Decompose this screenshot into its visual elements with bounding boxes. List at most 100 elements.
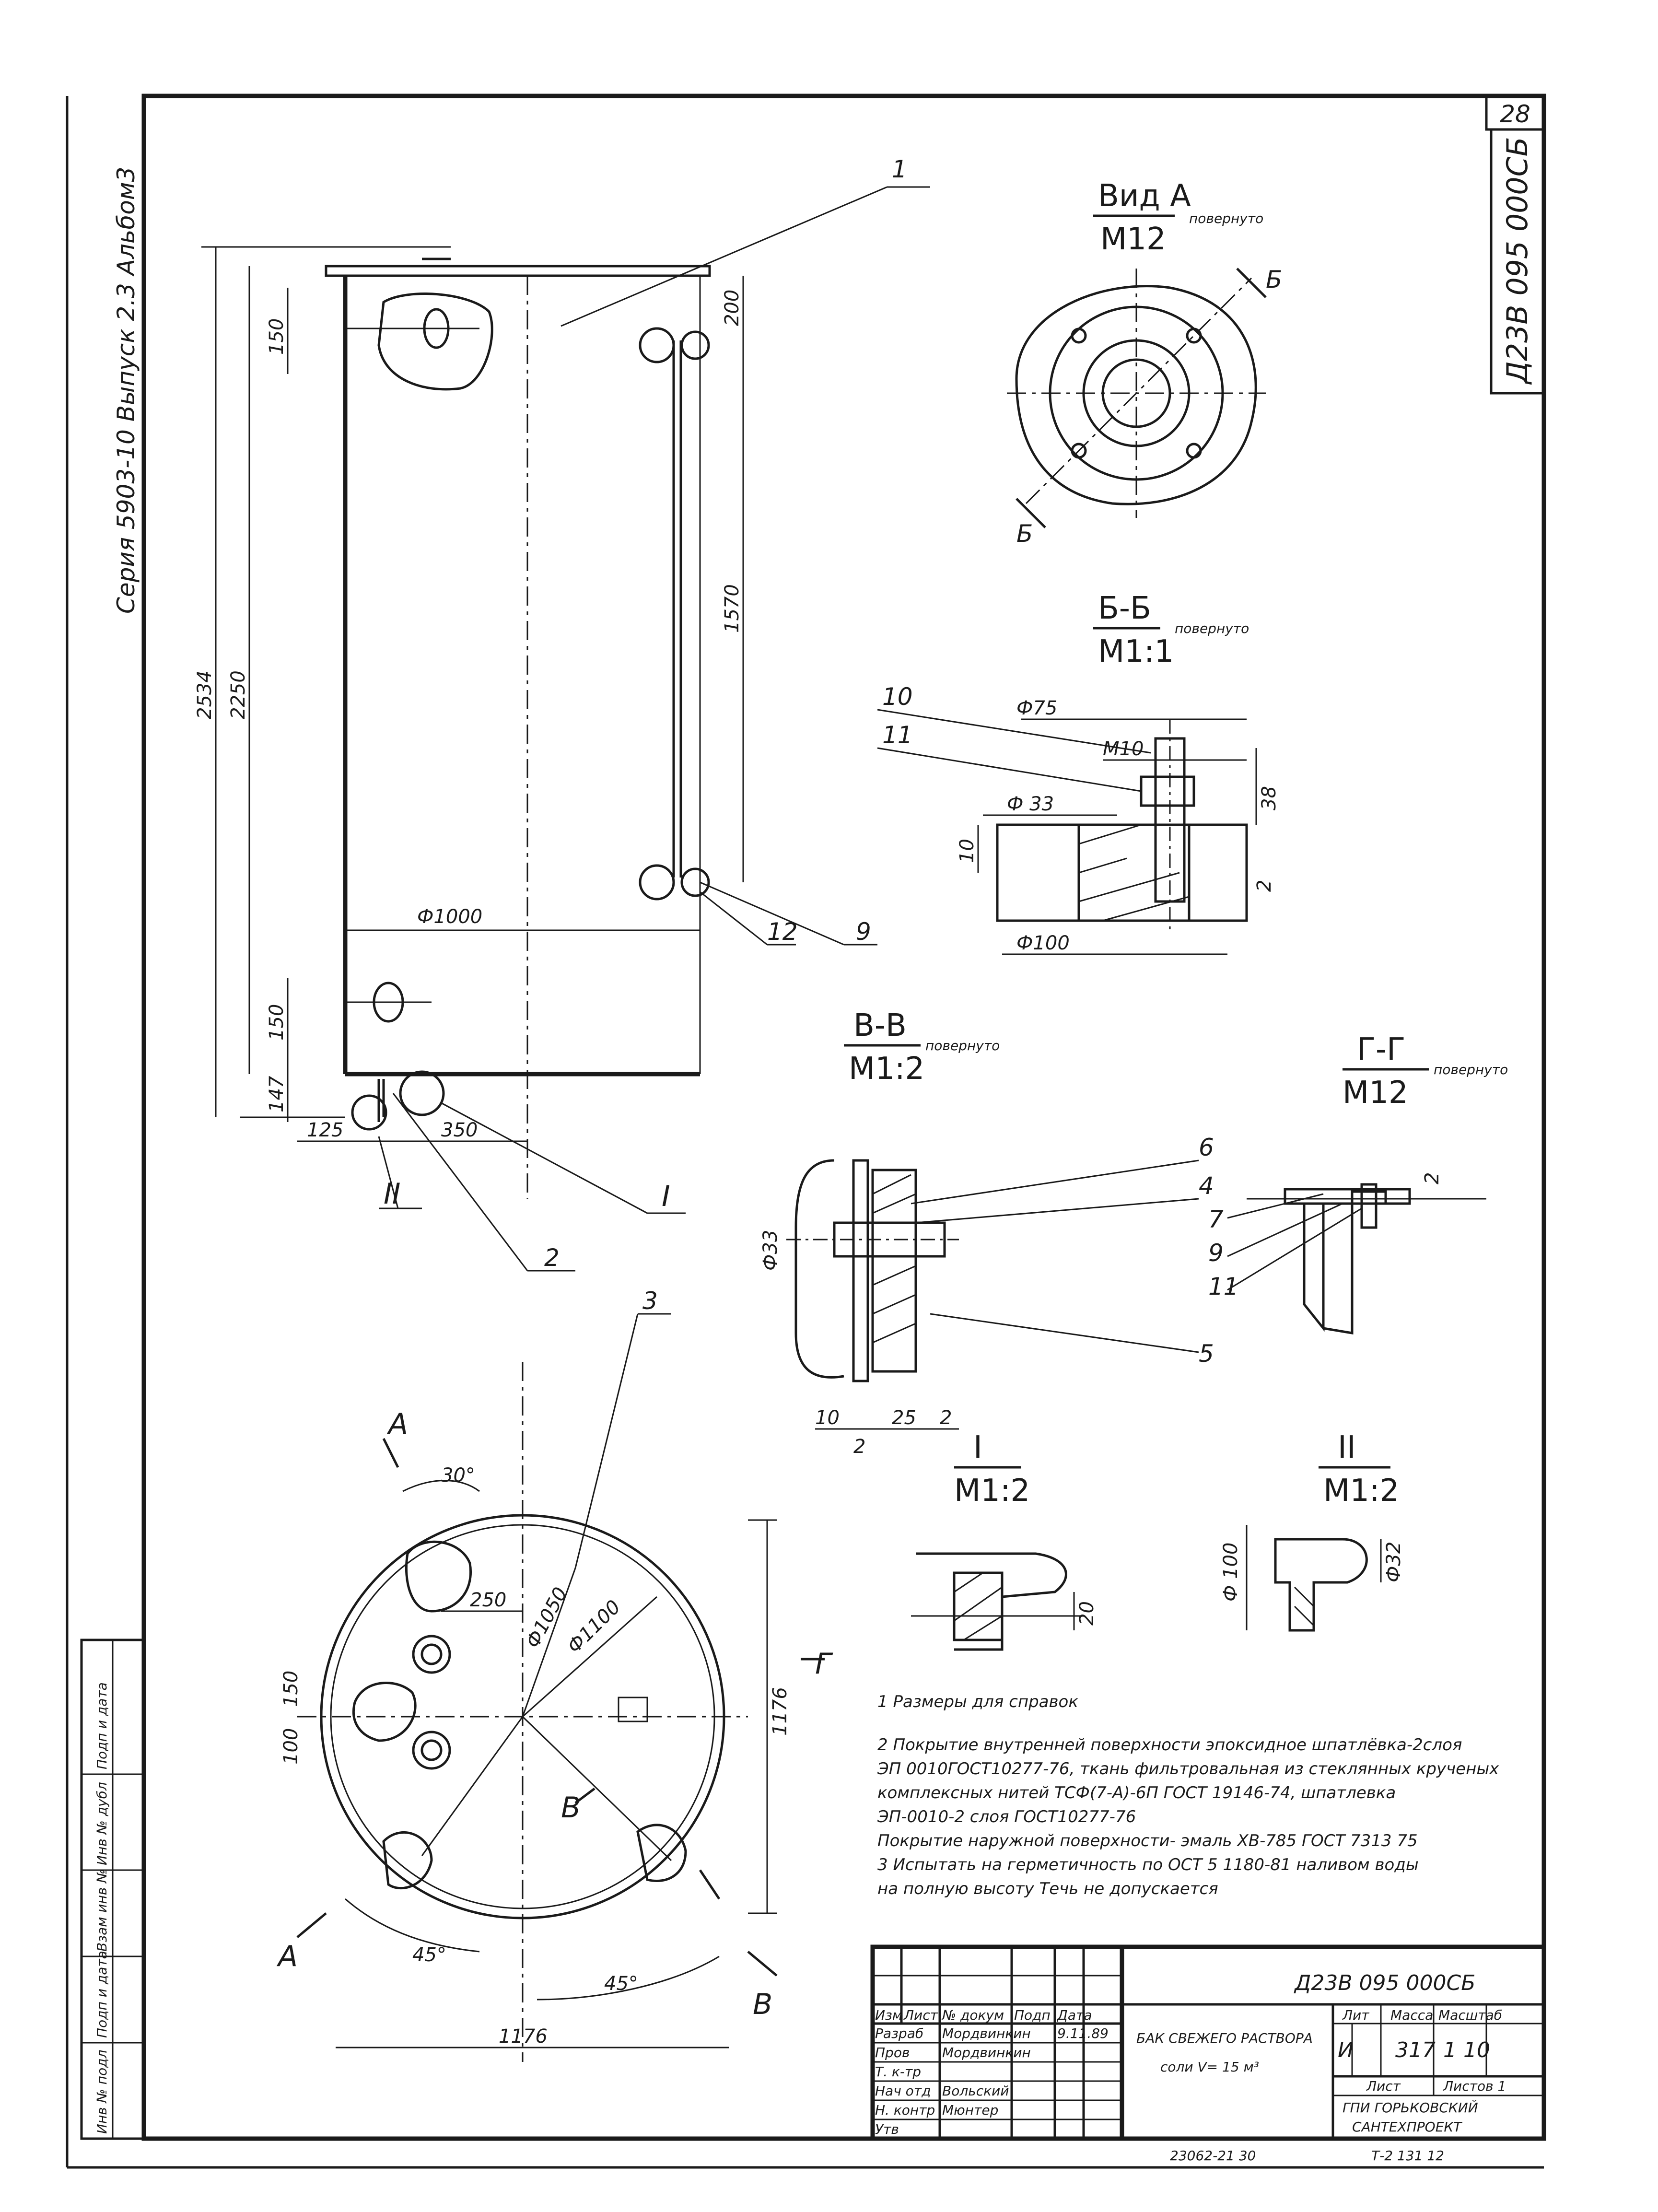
callout-10: 10 (882, 683, 913, 711)
detail-1: I М1:2 20 (911, 1430, 1098, 1651)
section-gg-note: повернуто (1434, 1062, 1508, 1077)
section-bb: Б-Б М1:1 повернуто 10 11 Ф75 М10 Ф 33 38… (877, 591, 1280, 955)
left-stamp: Инв № подл Подп и дата Взам инв № Инв № … (80, 1639, 145, 2140)
cut-mark-g: Г (815, 1647, 833, 1681)
dim-phi75: Ф75 (1016, 697, 1057, 719)
dim-vv-phi33: Ф33 (759, 1230, 782, 1271)
sheet-number: 28 (1500, 100, 1530, 128)
dim-147: 147 (266, 1076, 288, 1112)
tb-col-docnum: № докум (941, 2007, 1004, 2023)
tb-name-line1: БАК СВЕЖЕГО РАСТВОРА (1136, 2030, 1313, 2046)
note-3: 3 Испытать на герметичность по ОСТ 5 118… (877, 1855, 1419, 1874)
tb-mass-label: Масса (1390, 2007, 1433, 2023)
dim-plan-1176-right: 1176 (769, 1687, 791, 1736)
tb-lit-label: Лит (1342, 2007, 1369, 2023)
dim-plan-150: 150 (280, 1671, 302, 1707)
detail-1-circle (399, 1070, 445, 1116)
section-gg-title: Г-Г (1357, 1032, 1405, 1067)
callout-8: 9 (856, 918, 871, 946)
section-bb-title: Б-Б (1098, 591, 1151, 626)
stamp-inv-dubl: Инв № дубл (94, 1782, 110, 1865)
detail-2: II М1:2 Ф 100 Ф32 (1220, 1430, 1405, 1632)
tb-org-line2: САНТЕХПРОЕКТ (1352, 2119, 1462, 2135)
section-gg-scale: М12 (1343, 1075, 1408, 1111)
tb-scale-label: Масштаб (1438, 2007, 1502, 2023)
tb-person-nachotd: Вольский (942, 2083, 1009, 2099)
detail-1-title: I (973, 1430, 982, 1465)
dim-350: 350 (441, 1119, 478, 1141)
tb-role-razrab: Разраб (875, 2025, 923, 2041)
tb-role-utv: Утв (875, 2121, 899, 2137)
bottom-format-mark: Т-2 131 12 (1371, 2148, 1444, 2164)
tb-person-nkontr: Мюнтер (942, 2102, 998, 2118)
section-bb-note: повернуто (1175, 620, 1249, 636)
dim-m10: М10 (1103, 738, 1144, 760)
section-vv: В-В М1:2 повернуто 6 4 5 Ф33 10 2 25 2 (759, 1008, 1214, 1458)
tb-name-line2: соли V= 15 м³ (1160, 2059, 1259, 2075)
callout-3: 3 (642, 1287, 658, 1315)
title-block: Д23В 095 000СБ БАК СВЕЖЕГО РАСТВОРА соли… (870, 1944, 1546, 2141)
tb-sheets-label: Листов 1 (1443, 2078, 1506, 2094)
cut-mark-a-bottom: А (276, 1940, 298, 1973)
tb-lit-value: И (1338, 2038, 1354, 2062)
dim-plan-phi1100: Ф1100 (563, 1596, 625, 1658)
cut-mark-v-bottom: В (753, 1988, 772, 2021)
view-a-scale: М12 (1100, 222, 1166, 257)
tb-person-razrab: Мордвинкин (942, 2025, 1031, 2041)
dim-38: 38 (1258, 786, 1280, 810)
dim-vv-2b: 2 (940, 1407, 952, 1429)
detail-mark-1: I (662, 1180, 670, 1213)
detail-1-scale: М1:2 (954, 1473, 1030, 1509)
tb-designation: Д23В 095 000СБ (1294, 1971, 1475, 1995)
cut-mark-a-top: А (386, 1407, 408, 1441)
bottom-archive-mark: 23062-21 30 (1170, 2148, 1256, 2164)
view-a-cut-top: Б (1266, 266, 1282, 293)
tb-col-sign: Подп (1014, 2007, 1051, 2023)
dim-plan-30: 30° (441, 1464, 475, 1486)
tb-org-line1: ГПИ ГОРЬКОВСКИЙ (1343, 2099, 1478, 2116)
dim-2250: 2250 (227, 670, 249, 719)
stamp-inv-podl: Инв № подл (94, 2050, 110, 2134)
dim-gg-2: 2 (1421, 1172, 1443, 1184)
plan-view: Ф1050 Ф1100 250 150 100 1176 1176 30° 45… (276, 1287, 833, 2062)
dim-1570: 1570 (721, 584, 743, 633)
dim-150-top: 150 (266, 318, 288, 355)
note-2-line5: Покрытие наружной поверхности- эмаль ХВ-… (877, 1831, 1418, 1850)
callout-11-gg: 11 (1208, 1273, 1239, 1300)
section-bb-scale: М1:1 (1098, 634, 1174, 669)
dim-2-bb: 2 (1253, 880, 1275, 892)
dim-plan-250: 250 (470, 1589, 506, 1611)
dim-det1-20: 20 (1076, 1601, 1098, 1626)
dim-plan-1176-bottom: 1176 (499, 2025, 548, 2048)
note-1: 1 Размеры для справок (877, 1692, 1078, 1711)
tb-date-razrab: 9.11.89 (1057, 2025, 1109, 2041)
callout-9: 9 (1208, 1239, 1224, 1267)
sheet-frame: 28 Д23В 095 000СБ Серия 5903-10 Выпуск 2… (66, 94, 1546, 2169)
dim-det2-phi32: Ф32 (1383, 1542, 1405, 1582)
view-a-cut-bottom: Б (1016, 520, 1033, 548)
callout-2: 2 (544, 1244, 560, 1272)
view-a: Вид А М12 повернуто Б Б (1007, 178, 1282, 548)
stamp-podp-data-1: Подп и дата (94, 1951, 110, 2038)
dim-vv-10: 10 (815, 1407, 840, 1429)
dim-det2-phi100: Ф 100 (1220, 1543, 1242, 1602)
dim-plan-45-b: 45° (604, 1973, 638, 1995)
note-3-line2: на полную высоту Течь не допускается (877, 1879, 1218, 1898)
detail-2-title: II (1338, 1430, 1356, 1465)
drawing-code-vertical: Д23В 095 000СБ (1501, 137, 1534, 385)
section-vv-scale: М1:2 (849, 1051, 924, 1087)
callout-5: 5 (1199, 1340, 1214, 1368)
tb-role-nkontr: Н. контр (875, 2102, 935, 2118)
detail-2-circle (351, 1094, 387, 1131)
callout-4: 4 (1199, 1172, 1214, 1200)
dim-plan-45-a: 45° (412, 1944, 446, 1966)
section-vv-note: повернуто (925, 1038, 1000, 1053)
dim-2534: 2534 (194, 670, 216, 719)
note-2: 2 Покрытие внутренней поверхности эпокси… (877, 1735, 1462, 1755)
section-gg: Г-Г М12 повернуто 2 7 9 11 (1208, 1032, 1508, 1334)
stamp-vzam-inv: Взам инв № (94, 1869, 110, 1952)
view-a-title: Вид А (1098, 178, 1191, 214)
tb-role-tkontr: Т. к-тр (875, 2064, 921, 2080)
tb-person-prov: Мордвинкин (942, 2045, 1031, 2060)
tb-role-nachotd: Нач отд (875, 2083, 931, 2099)
